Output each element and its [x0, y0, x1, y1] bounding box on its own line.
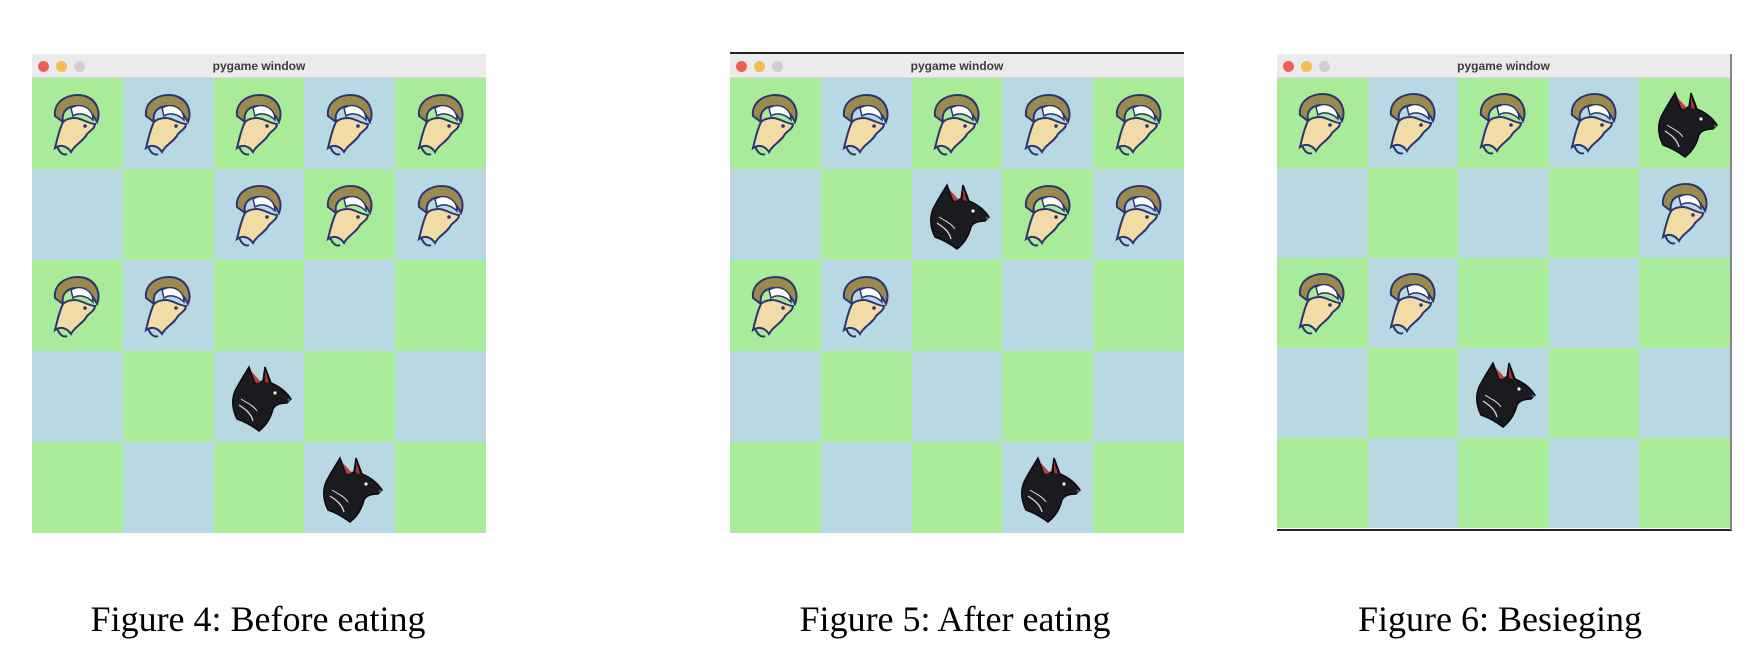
- maximize-window-button[interactable]: [74, 61, 85, 72]
- board-cell[interactable]: [1548, 348, 1640, 438]
- board-cell[interactable]: [32, 169, 123, 260]
- window-titlebar: pygame window: [32, 54, 486, 78]
- board-cell[interactable]: [1002, 260, 1094, 351]
- board-cell[interactable]: [122, 78, 214, 169]
- board-cell[interactable]: [304, 442, 396, 533]
- board-cell[interactable]: [911, 351, 1003, 442]
- window-titlebar: pygame window: [1277, 54, 1730, 78]
- pygame-window-figure-5: pygame window: [730, 52, 1184, 534]
- game-board[interactable]: [730, 78, 1184, 533]
- board-cell[interactable]: [122, 169, 214, 260]
- board-cell[interactable]: [1367, 78, 1459, 168]
- board-cell[interactable]: [1277, 78, 1368, 168]
- board-cell[interactable]: [820, 78, 912, 169]
- minimize-window-button[interactable]: [754, 61, 765, 72]
- board-cell[interactable]: [1367, 348, 1459, 438]
- board-cell[interactable]: [1548, 78, 1640, 168]
- figure-caption: Figure 6: Besieging: [1358, 599, 1642, 639]
- board-cell[interactable]: [820, 169, 912, 260]
- maximize-window-button[interactable]: [1319, 61, 1330, 72]
- board-cell[interactable]: [213, 351, 305, 442]
- board-cell[interactable]: [1639, 258, 1730, 348]
- board-cell[interactable]: [1367, 168, 1459, 258]
- board-cell[interactable]: [1458, 438, 1549, 528]
- board-cell[interactable]: [395, 351, 486, 442]
- board-cell[interactable]: [1093, 351, 1184, 442]
- board-cell[interactable]: [32, 442, 123, 533]
- board-cell[interactable]: [730, 169, 821, 260]
- board-cell[interactable]: [1277, 168, 1368, 258]
- board-cell[interactable]: [1002, 442, 1094, 533]
- close-window-button[interactable]: [1283, 61, 1294, 72]
- board-cell[interactable]: [213, 78, 305, 169]
- minimize-window-button[interactable]: [1301, 61, 1312, 72]
- board-cell[interactable]: [1093, 78, 1184, 169]
- board-cell[interactable]: [1458, 168, 1549, 258]
- board-cell[interactable]: [1277, 348, 1368, 438]
- board-cell[interactable]: [304, 169, 396, 260]
- window-title: pygame window: [910, 59, 1004, 73]
- board-cell[interactable]: [304, 351, 396, 442]
- pygame-window-figure-4: pygame window: [32, 54, 486, 534]
- board-cell[interactable]: [395, 442, 486, 533]
- board-cell[interactable]: [1639, 438, 1730, 528]
- board-cell[interactable]: [213, 169, 305, 260]
- board-cell[interactable]: [911, 260, 1003, 351]
- pygame-window-figure-6: pygame window: [1277, 54, 1732, 531]
- board-cell[interactable]: [395, 78, 486, 169]
- board-cell[interactable]: [820, 260, 912, 351]
- board-cell[interactable]: [1548, 258, 1640, 348]
- board-cell[interactable]: [1093, 442, 1184, 533]
- board-cell[interactable]: [395, 169, 486, 260]
- board-cell[interactable]: [911, 169, 1003, 260]
- board-cell[interactable]: [1002, 351, 1094, 442]
- board-cell[interactable]: [1367, 438, 1459, 528]
- board-cell[interactable]: [820, 442, 912, 533]
- window-title: pygame window: [212, 59, 306, 73]
- board-cell[interactable]: [730, 260, 821, 351]
- board-cell[interactable]: [122, 351, 214, 442]
- board-cell[interactable]: [911, 442, 1003, 533]
- board-cell[interactable]: [32, 78, 123, 169]
- board-cell[interactable]: [911, 78, 1003, 169]
- board-cell[interactable]: [1639, 168, 1730, 258]
- board-cell[interactable]: [1277, 258, 1368, 348]
- board-cell[interactable]: [1458, 258, 1549, 348]
- board-cell[interactable]: [1548, 438, 1640, 528]
- board-cell[interactable]: [304, 78, 396, 169]
- board-cell[interactable]: [1548, 168, 1640, 258]
- board-cell[interactable]: [1002, 78, 1094, 169]
- board-cell[interactable]: [304, 260, 396, 351]
- window-titlebar: pygame window: [730, 54, 1184, 78]
- game-board[interactable]: [32, 78, 486, 533]
- board-cell[interactable]: [32, 351, 123, 442]
- board-cell[interactable]: [32, 260, 123, 351]
- game-board[interactable]: [1277, 78, 1730, 528]
- board-cell[interactable]: [395, 260, 486, 351]
- board-cell[interactable]: [213, 260, 305, 351]
- board-cell[interactable]: [1458, 348, 1549, 438]
- board-cell[interactable]: [1639, 78, 1730, 168]
- board-cell[interactable]: [122, 260, 214, 351]
- close-window-button[interactable]: [38, 61, 49, 72]
- board-cell[interactable]: [1458, 78, 1549, 168]
- board-cell[interactable]: [1639, 348, 1730, 438]
- figure-caption: Figure 5: After eating: [799, 599, 1111, 639]
- close-window-button[interactable]: [736, 61, 747, 72]
- window-title: pygame window: [1457, 59, 1550, 73]
- board-cell[interactable]: [1002, 169, 1094, 260]
- board-cell[interactable]: [213, 442, 305, 533]
- board-cell[interactable]: [820, 351, 912, 442]
- board-cell[interactable]: [1093, 169, 1184, 260]
- figure-caption: Figure 4: Before eating: [90, 599, 426, 639]
- board-cell[interactable]: [730, 78, 821, 169]
- board-cell[interactable]: [730, 351, 821, 442]
- board-cell[interactable]: [730, 442, 821, 533]
- board-cell[interactable]: [1367, 258, 1459, 348]
- board-cell[interactable]: [1277, 438, 1368, 528]
- minimize-window-button[interactable]: [56, 61, 67, 72]
- board-cell[interactable]: [122, 442, 214, 533]
- maximize-window-button[interactable]: [772, 61, 783, 72]
- board-cell[interactable]: [1093, 260, 1184, 351]
